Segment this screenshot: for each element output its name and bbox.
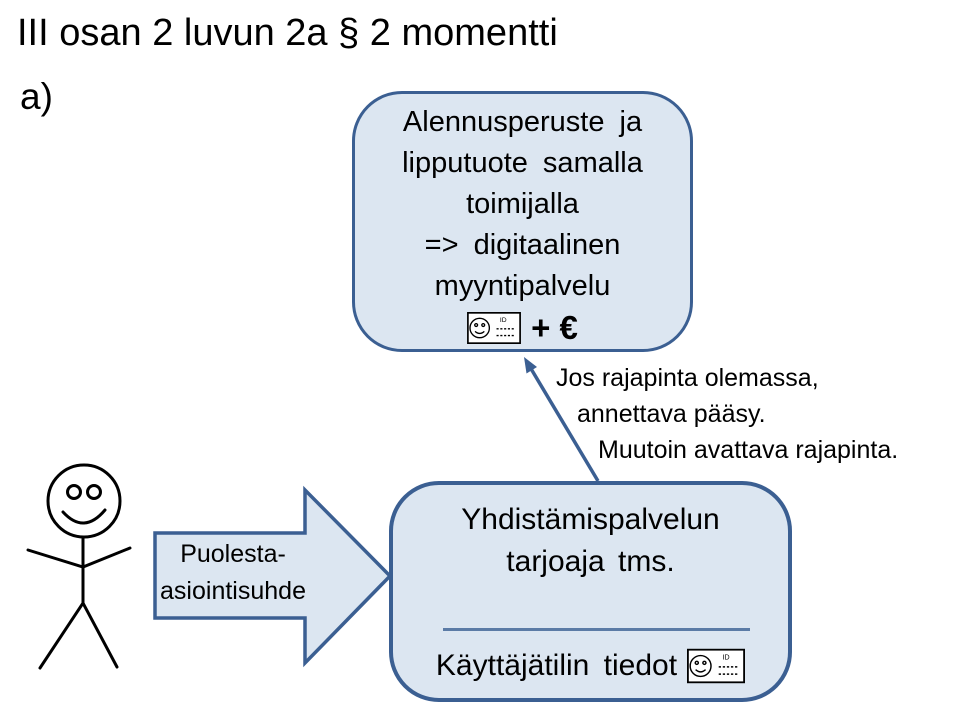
annotation-line: annettava pääsy. [577, 400, 766, 428]
bottom-box-line: Yhdistämispalvelun [461, 503, 720, 536]
top-box-line: lipputuote samalla [402, 147, 643, 179]
top-box-line: => digitaalinen [424, 229, 621, 261]
bottom-box-line: tarjoaja tms. [506, 545, 675, 578]
id-card-icon: ID [467, 312, 522, 344]
footer-label: Käyttäjätilin tiedot [435, 649, 678, 682]
plus-euro-label: + € [531, 309, 578, 346]
bottom-box-connection-service: Yhdistämispalvelun tarjoaja tms. Käyttäj… [389, 481, 792, 702]
top-box-icon-row: ID + € [355, 307, 690, 349]
relation-arrow-label: Puolesta- asiointisuhde [148, 536, 318, 610]
annotation-line: Muutoin avattava rajapinta. [598, 436, 899, 464]
top-box-discount-basis: Alennusperuste ja lipputuote samalla toi… [352, 91, 693, 352]
variant-label: a) [20, 76, 53, 117]
relation-arrow-line: Puolesta- [180, 540, 286, 568]
top-box-line: toimijalla [466, 188, 579, 220]
bottom-box-footer-row: Käyttäjätilin tiedot ID [393, 646, 788, 686]
annotation-line: Jos rajapinta olemassa, [556, 364, 819, 392]
stick-figure-person [26, 463, 132, 670]
id-card-icon: ID [687, 648, 746, 684]
annotation-text: Jos rajapinta olemassa, annettava pääsy.… [556, 360, 898, 468]
top-box-line: Alennusperuste ja [402, 106, 643, 138]
relation-arrow-line: asiointisuhde [160, 577, 306, 605]
svg-text:ID: ID [722, 653, 729, 662]
page-title: III osan 2 luvun 2a § 2 momentti [17, 12, 558, 54]
top-box-line: myyntipalvelu [434, 270, 611, 302]
svg-text:ID: ID [500, 317, 507, 324]
blank-line-divider [443, 628, 750, 631]
